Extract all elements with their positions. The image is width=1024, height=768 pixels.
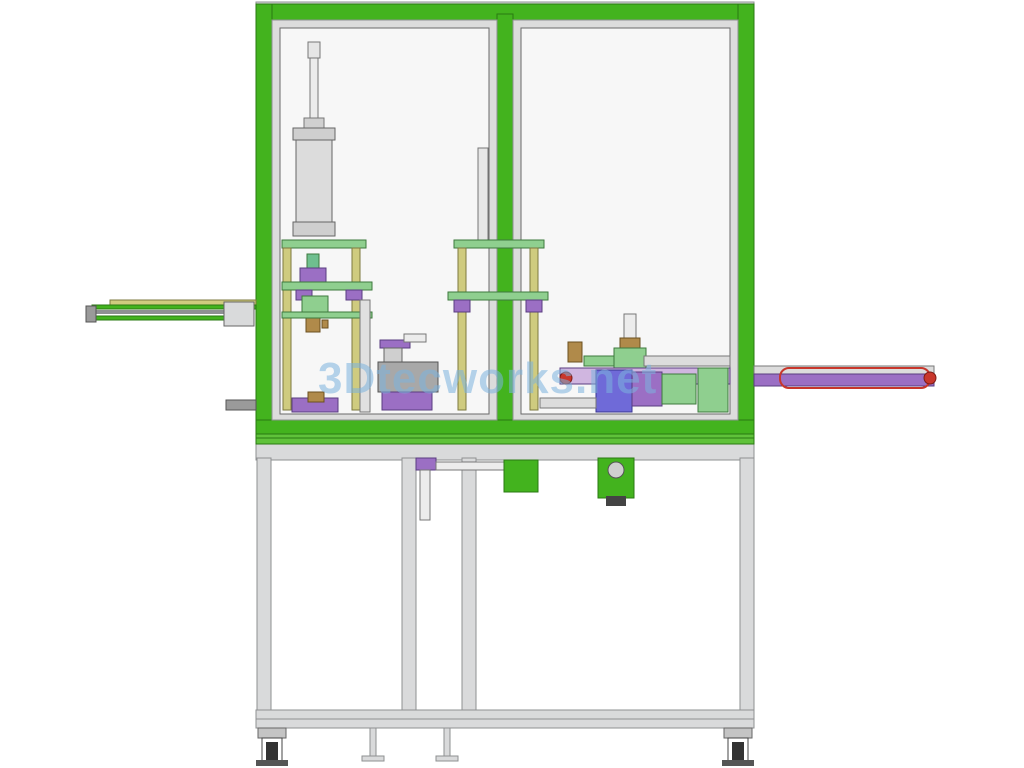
press-station: [281, 41, 373, 413]
clamp-fixture: [359, 299, 439, 413]
lower-stand: [255, 443, 755, 762]
stand-mid-leg-2: [461, 457, 477, 715]
caster-wheel: [722, 727, 754, 766]
stand-left-leg: [256, 457, 272, 715]
cylinder-unit: [415, 457, 537, 521]
stand-top-beam: [255, 443, 755, 461]
leveling-foot: [369, 727, 377, 759]
stand-mid-leg-1: [401, 457, 417, 715]
motor-unit: [597, 457, 635, 506]
caster-wheel: [256, 727, 288, 766]
bracket-unit: [503, 459, 539, 493]
transfer-module: [539, 313, 731, 413]
right-conveyor: [753, 365, 937, 389]
press-station: [447, 147, 549, 411]
left-conveyor: [85, 299, 257, 411]
stand-right-leg: [739, 457, 755, 715]
leveling-foot: [443, 727, 451, 759]
